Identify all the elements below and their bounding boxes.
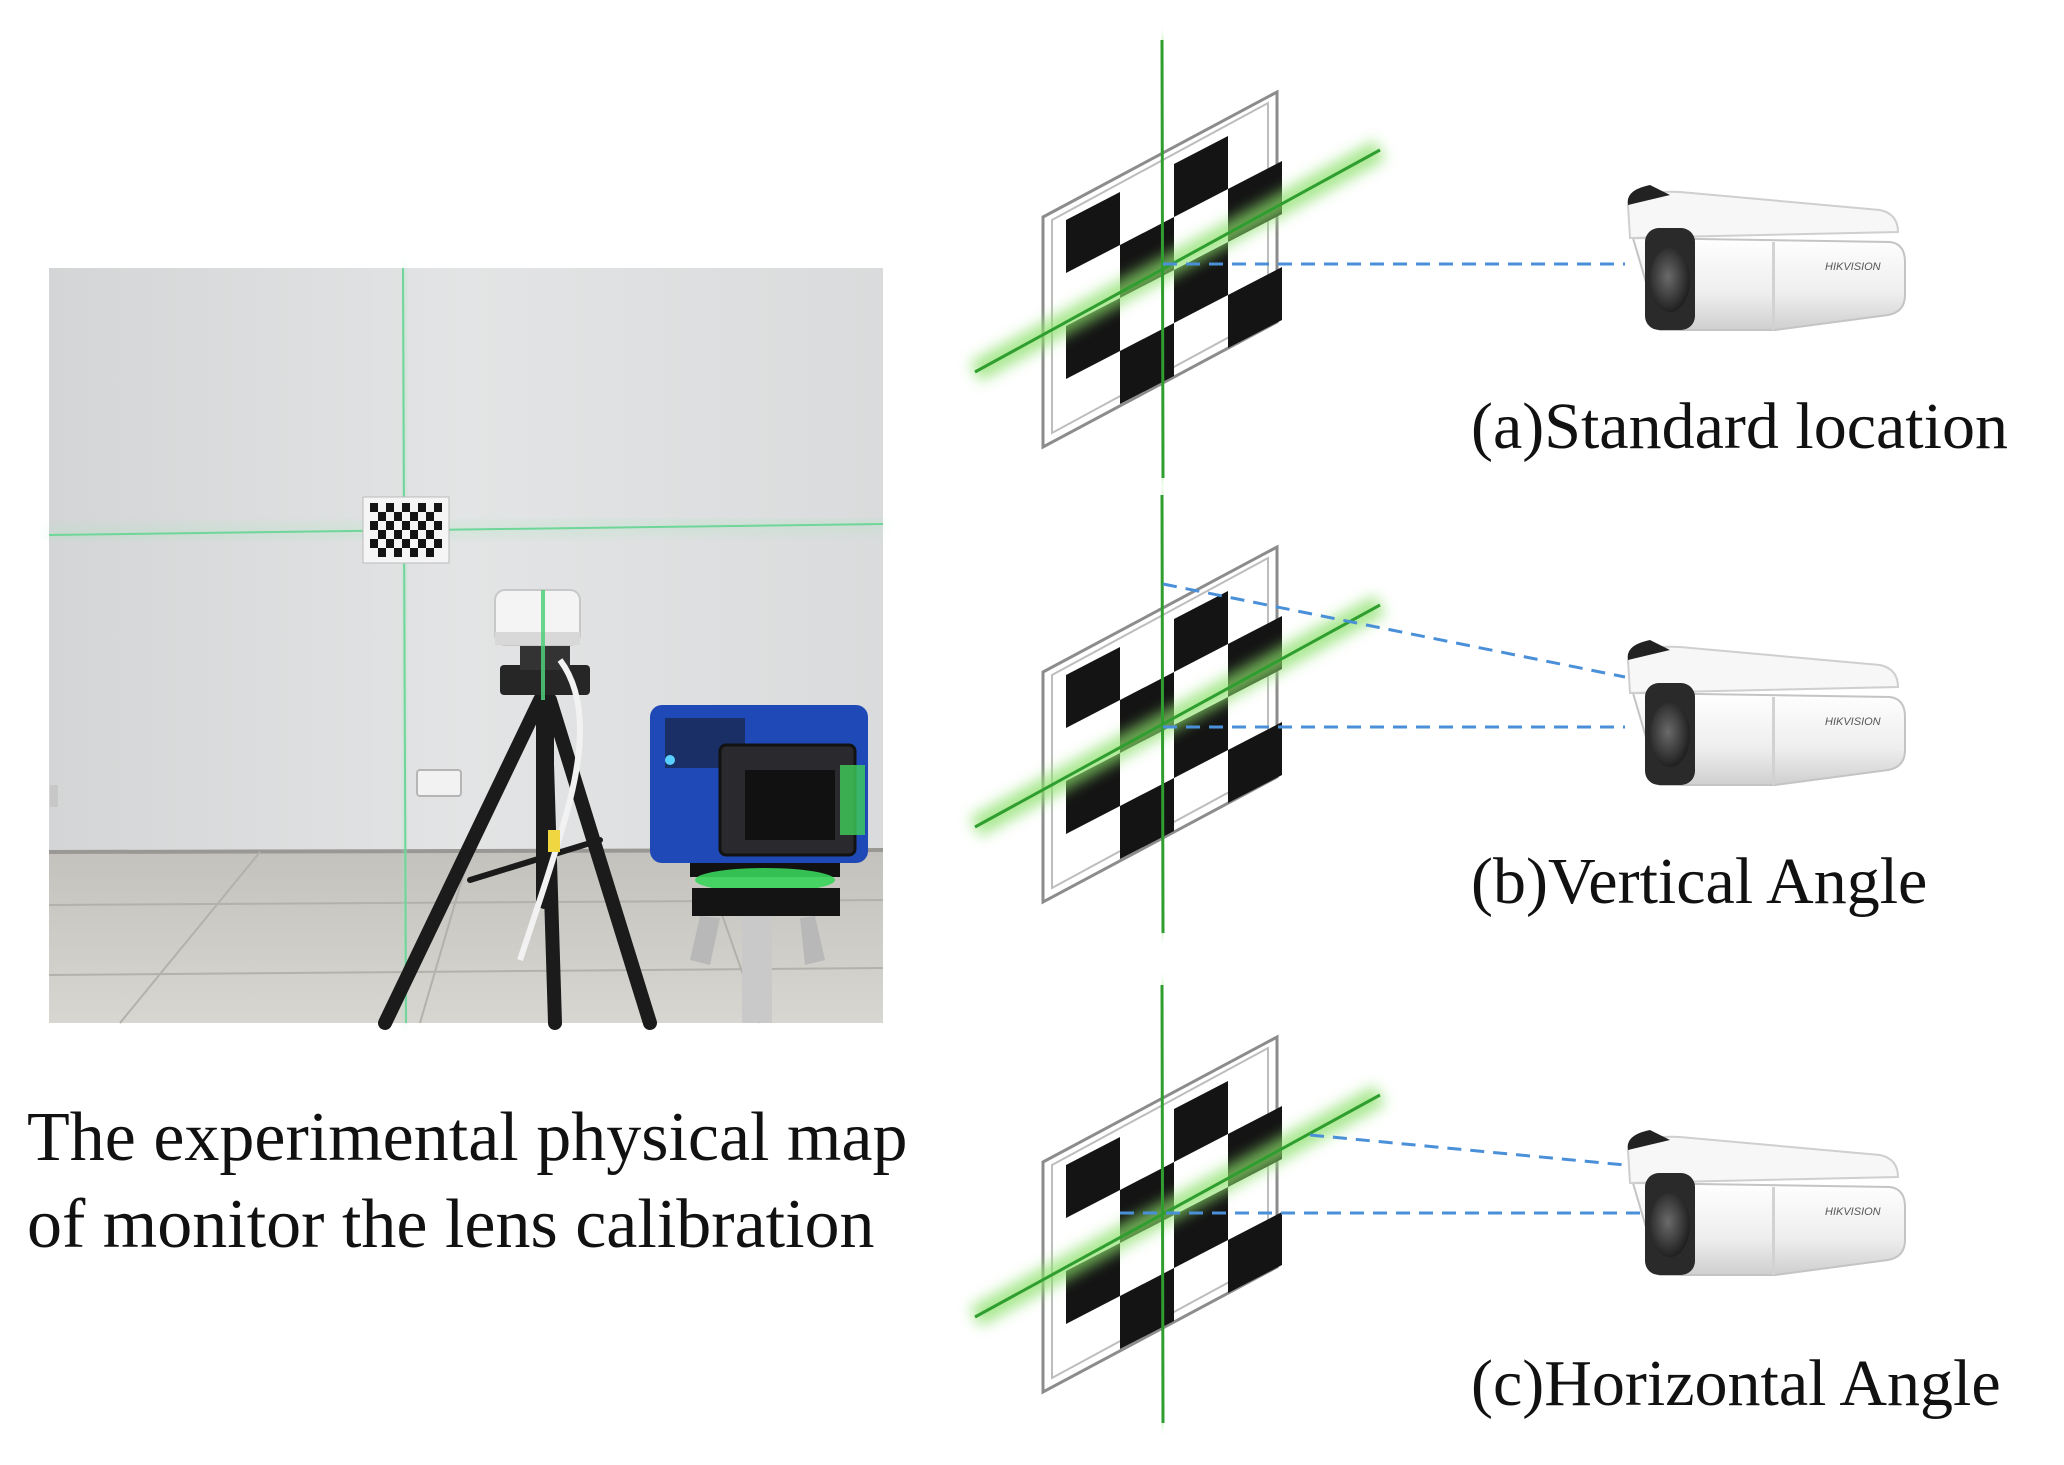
checker-square bbox=[1174, 242, 1228, 323]
checker-square bbox=[1066, 753, 1120, 834]
horizontal-laser-line bbox=[974, 1093, 1381, 1319]
camera-visor-tip bbox=[1627, 185, 1670, 205]
mini-checker-square bbox=[386, 521, 394, 530]
mini-checker-square bbox=[370, 521, 378, 530]
photo-laser-lines bbox=[48, 267, 884, 1024]
vertical-laser-line bbox=[1160, 984, 1165, 1424]
camera-brand-label: HIKVISION bbox=[1825, 261, 1881, 273]
checker-square bbox=[1228, 267, 1282, 348]
camera-housing bbox=[1631, 691, 1906, 786]
camera-visor-tip bbox=[1627, 640, 1670, 660]
photo-checkerboard bbox=[362, 496, 450, 564]
checker-square bbox=[1174, 591, 1228, 672]
panel-horizontal-angle: HIKVISION bbox=[969, 984, 1906, 1424]
bullet-camera: HIKVISION bbox=[1626, 640, 1906, 786]
cable-tag bbox=[548, 830, 560, 852]
mini-checker-square bbox=[410, 512, 418, 521]
mini-checker-square bbox=[418, 539, 426, 548]
caption-standard-location: (a)Standard location bbox=[1471, 390, 2008, 463]
camera-brand-label: HIKVISION bbox=[1825, 716, 1881, 728]
camera-seam bbox=[1772, 697, 1775, 785]
experiment-photo bbox=[48, 267, 884, 1030]
camera-seam bbox=[1772, 242, 1775, 330]
camera-lens bbox=[1650, 703, 1690, 767]
caption-vertical-angle: (b)Vertical Angle bbox=[1471, 845, 1927, 918]
mini-checker-square bbox=[394, 512, 402, 521]
bullet-camera: HIKVISION bbox=[1626, 1130, 1906, 1276]
laser-level-device bbox=[650, 705, 868, 1023]
checker-square bbox=[1174, 136, 1228, 217]
checker-square bbox=[1066, 1137, 1120, 1218]
checker-square bbox=[1174, 697, 1228, 778]
mini-checker-square bbox=[402, 539, 410, 548]
mini-checker-square bbox=[426, 548, 434, 557]
camera-lens bbox=[1650, 1193, 1690, 1257]
mini-checker-square bbox=[370, 503, 378, 512]
checker-square bbox=[1066, 647, 1120, 728]
camera-housing bbox=[1631, 1181, 1906, 1276]
mini-checker-square bbox=[426, 530, 434, 539]
horizontal-laser-line bbox=[974, 148, 1381, 374]
checker-square bbox=[1174, 1187, 1228, 1268]
sight-line-dashed bbox=[1162, 582, 1626, 679]
photo-caption-line-2: of monitor the lens calibration bbox=[27, 1186, 875, 1263]
bullet-camera: HIKVISION bbox=[1626, 185, 1906, 331]
photo-caption-line-1: The experimental physical map bbox=[27, 1099, 908, 1176]
mini-checker-square bbox=[402, 521, 410, 530]
checker-square bbox=[1066, 192, 1120, 273]
mini-checker-square bbox=[394, 530, 402, 539]
panel-standard-location: HIKVISION bbox=[969, 39, 1906, 479]
checker-square bbox=[1066, 1243, 1120, 1324]
mini-checker-square bbox=[410, 530, 418, 539]
mini-checker-square bbox=[394, 548, 402, 557]
mini-checker-square bbox=[418, 503, 426, 512]
mini-checker-square bbox=[370, 539, 378, 548]
mini-checker-square bbox=[434, 539, 442, 548]
wall-socket bbox=[416, 769, 462, 797]
vertical-laser-line bbox=[1160, 39, 1165, 479]
vertical-laser-line bbox=[1160, 494, 1165, 934]
camera-housing bbox=[1631, 236, 1906, 331]
panel-vertical-angle: HIKVISION bbox=[969, 494, 1906, 934]
horizontal-laser-line bbox=[974, 603, 1381, 829]
caption-horizontal-angle: (c)Horizontal Angle bbox=[1471, 1347, 2001, 1420]
mini-checker-square bbox=[386, 539, 394, 548]
camera-visor-tip bbox=[1627, 1130, 1670, 1150]
mini-checker-square bbox=[426, 512, 434, 521]
mini-checker-square bbox=[418, 521, 426, 530]
camera-seam bbox=[1772, 1187, 1775, 1275]
checker-square bbox=[1174, 1081, 1228, 1162]
checker-square bbox=[1228, 722, 1282, 803]
mini-checker-square bbox=[378, 512, 386, 521]
mini-checker-square bbox=[434, 503, 442, 512]
mini-checker-square bbox=[402, 503, 410, 512]
mini-checker-square bbox=[378, 548, 386, 557]
camera-lens bbox=[1650, 248, 1690, 312]
mini-checker-square bbox=[434, 521, 442, 530]
sight-line-dashed bbox=[1309, 1133, 1626, 1167]
photo-camera bbox=[494, 589, 581, 700]
mini-checker-square bbox=[410, 548, 418, 557]
tripod-cable bbox=[517, 658, 583, 961]
camera-brand-label: HIKVISION bbox=[1825, 1206, 1881, 1218]
checker-square bbox=[1228, 1212, 1282, 1293]
wall-socket-small bbox=[50, 785, 58, 807]
checker-square bbox=[1066, 298, 1120, 379]
mini-checker-square bbox=[386, 503, 394, 512]
mini-checker-square bbox=[378, 530, 386, 539]
